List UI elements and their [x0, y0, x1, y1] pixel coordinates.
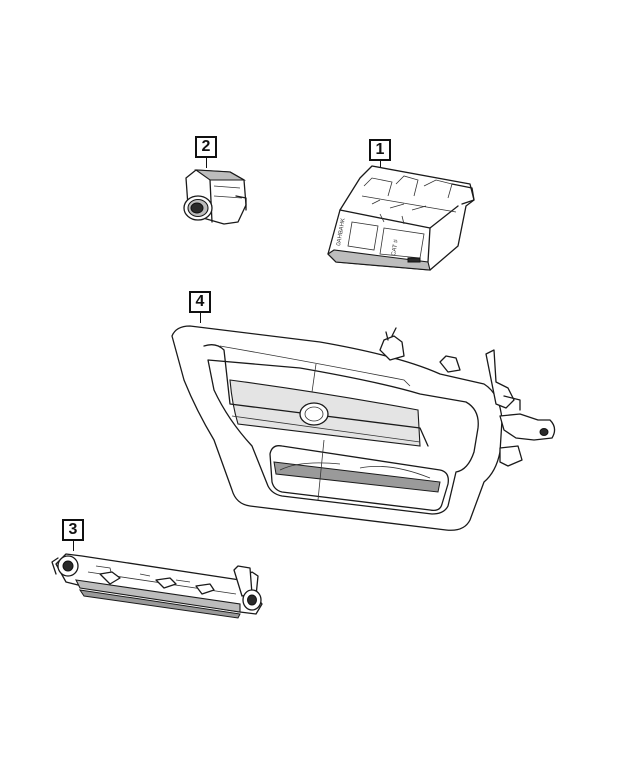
part-2-sensor	[183, 169, 247, 225]
callout-2-label: 2	[201, 138, 211, 155]
callout-4-leader	[200, 313, 202, 323]
part-4-handle-housing	[171, 325, 556, 531]
callout-3-leader	[73, 541, 75, 551]
callout-4-label: 4	[195, 293, 205, 310]
callout-1: 1	[369, 139, 391, 161]
module-label-a: 0AHBAHK	[336, 218, 347, 247]
callout-3-label: 3	[68, 521, 78, 538]
callout-2-leader	[206, 158, 208, 168]
callout-3: 3	[62, 519, 84, 541]
callout-4: 4	[189, 291, 211, 313]
callout-1-label: 1	[375, 141, 385, 158]
callout-1-leader	[380, 161, 382, 171]
module-connector-pin	[407, 257, 421, 263]
part-1-module: 0AHBAHK CAT #	[327, 165, 475, 271]
callout-2: 2	[195, 136, 217, 158]
part-3-light-bar	[51, 553, 263, 619]
module-label-b: CAT #	[391, 238, 400, 256]
